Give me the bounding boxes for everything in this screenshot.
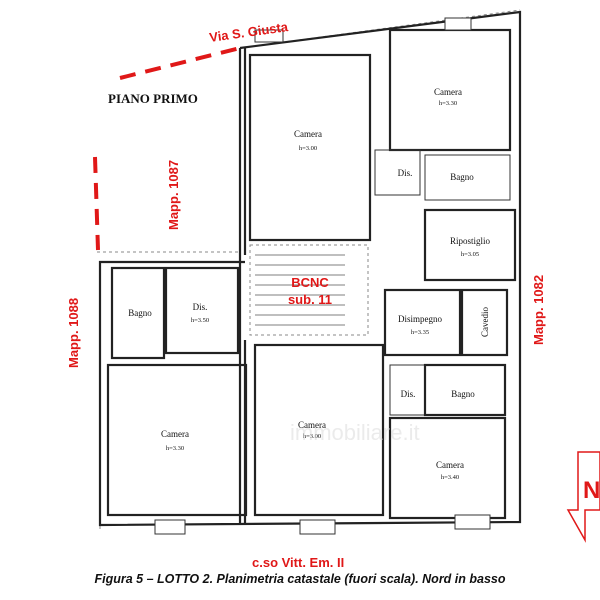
watermark: immobiliare.it <box>290 420 420 445</box>
room-name-bagno-top: Bagno <box>450 172 474 182</box>
room-outline-dis-top <box>374 149 421 196</box>
bcnc-label: BCNC <box>291 275 329 290</box>
room-name-dis-left: Dis. <box>193 302 208 312</box>
parcel-label-1082: Mapp. 1082 <box>531 275 546 345</box>
room-name-bagno-left: Bagno <box>128 308 152 318</box>
room-height-camera-top-right: h=3.30 <box>439 100 457 107</box>
room-height-ripostiglio: h=3.05 <box>461 251 479 258</box>
room-outline-ripostiglio <box>423 208 517 282</box>
room-name-disimpegno: Disimpegno <box>398 314 442 324</box>
room-outline-cavedio <box>460 288 509 357</box>
stair-treads <box>255 254 345 326</box>
plan-title: PIANO PRIMO <box>108 91 198 106</box>
room-name-camera-top-center: Camera <box>294 129 322 139</box>
room-outline-disimpegno <box>383 288 462 357</box>
room-outline-camera-bottom-center <box>253 343 385 517</box>
street-label-south: c.so Vitt. Em. II <box>252 555 344 570</box>
room-name-camera-bottom-center: Camera <box>298 420 326 430</box>
room-name-ripostiglio: Ripostiglio <box>450 236 491 246</box>
room-name-dis-right: Dis. <box>401 389 416 399</box>
bcnc-area-outline <box>249 244 369 336</box>
north-arrow-icon: N <box>566 451 600 543</box>
room-outline-camera-bottom-left <box>106 363 248 517</box>
west-boundary-line <box>93 156 100 251</box>
room-outline-camera-top-center <box>248 53 372 242</box>
room-height-dis-left: h=3.50 <box>191 317 209 324</box>
room-height-camera-bottom-right: h=3.40 <box>441 474 459 481</box>
room-height-camera-top-center: h=3.00 <box>299 145 317 152</box>
north-arrow-label: N <box>583 477 600 504</box>
room-outline-bagno-right <box>423 363 507 417</box>
room-height-camera-bottom-left: h=3.30 <box>166 445 184 452</box>
room-outline-bagno-top <box>424 154 511 201</box>
parcel-label-1088: Mapp. 1088 <box>66 298 81 368</box>
room-outline-camera-bottom-right <box>388 416 507 520</box>
room-outline-bagno-left <box>110 266 166 360</box>
room-name-camera-bottom-left: Camera <box>161 429 189 439</box>
room-height-disimpegno: h=3.35 <box>411 329 429 336</box>
room-name-bagno-right: Bagno <box>451 389 475 399</box>
bcnc-sub-label: sub. 11 <box>288 292 332 307</box>
room-name-dis-top: Dis. <box>398 168 413 178</box>
windows <box>154 17 491 535</box>
figure-caption: Figura 5 – LOTTO 2. Planimetria catastal… <box>94 572 506 586</box>
room-outline-dis-left <box>164 266 240 355</box>
room-name-cavedio: Cavedio <box>480 307 490 337</box>
parcel-label-1087: Mapp. 1087 <box>166 160 181 230</box>
room-height-camera-bottom-center: h=3.00 <box>303 433 321 440</box>
room-name-camera-top-right: Camera <box>434 87 462 97</box>
north-boundary-line <box>119 46 241 80</box>
room-name-camera-bottom-right: Camera <box>436 460 464 470</box>
